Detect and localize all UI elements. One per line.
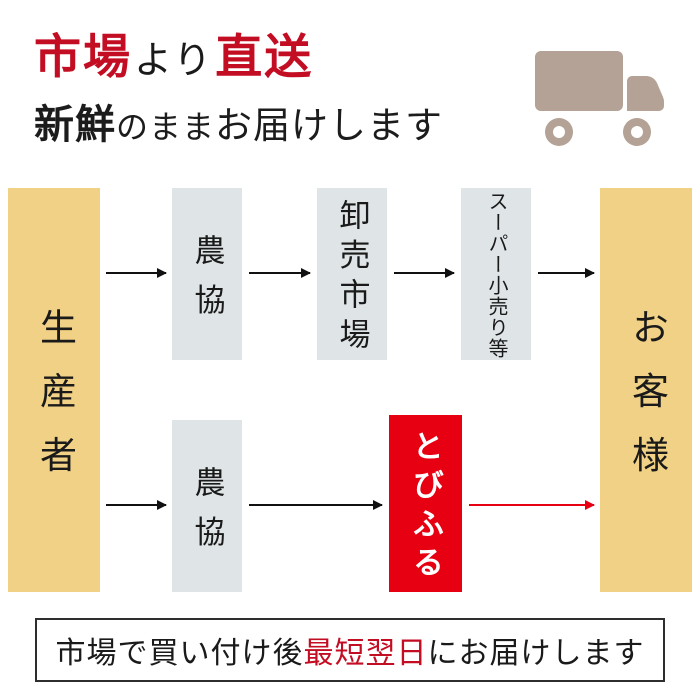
subtitle-nomama: のまま: [116, 109, 216, 145]
supermarket-retail-label: スーパー小売り等: [485, 190, 507, 359]
ja-coop-bottom-box: 農協: [172, 420, 242, 592]
arrow-retail-to-customer: [538, 272, 594, 274]
producer-label: 生産者: [33, 307, 75, 499]
title-connector: より: [134, 40, 214, 82]
title-accent-1: 市場: [34, 32, 132, 84]
arrow-wholesale-to-retail: [394, 272, 454, 274]
footer-text-2: にお届けします: [427, 637, 645, 670]
arrow-producer-to-ja-top: [106, 272, 166, 274]
tobifuru-label: とびふる: [408, 429, 443, 585]
ja-coop-top-label: 農協: [189, 233, 225, 333]
wholesale-market-label: 卸売市場: [334, 198, 370, 358]
producer-box: 生産者: [8, 188, 100, 592]
arrow-ja-to-tobifuru: [249, 504, 382, 506]
ja-coop-top-box: 農協: [172, 188, 242, 360]
arrow-producer-to-ja-bottom: [106, 504, 166, 506]
wholesale-market-box: 卸売市場: [317, 188, 387, 360]
title-accent-2: 直送: [215, 32, 314, 84]
page-title: 市場より直送: [34, 18, 313, 87]
ja-coop-bottom-label: 農協: [189, 465, 225, 565]
footer-note: 市場で買い付け後最短翌日にお届けします: [35, 618, 665, 682]
tobifuru-box: とびふる: [389, 415, 462, 592]
arrow-tobifuru-to-customer: [469, 504, 594, 506]
footer-text-1: 市場で買い付け後: [55, 637, 304, 670]
subtitle-fresh: 新鮮: [34, 102, 116, 147]
delivery-truck-icon: [534, 44, 666, 150]
arrow-ja-to-wholesale: [249, 272, 310, 274]
page-subtitle: 新鮮のままお届けします: [34, 92, 443, 150]
customer-label: お客様: [625, 307, 667, 499]
supermarket-retail-box: スーパー小売り等: [461, 188, 531, 360]
customer-box: お客様: [600, 188, 692, 592]
footer-highlight: 最短翌日: [303, 637, 428, 670]
subtitle-delivery: お届けします: [215, 106, 444, 147]
